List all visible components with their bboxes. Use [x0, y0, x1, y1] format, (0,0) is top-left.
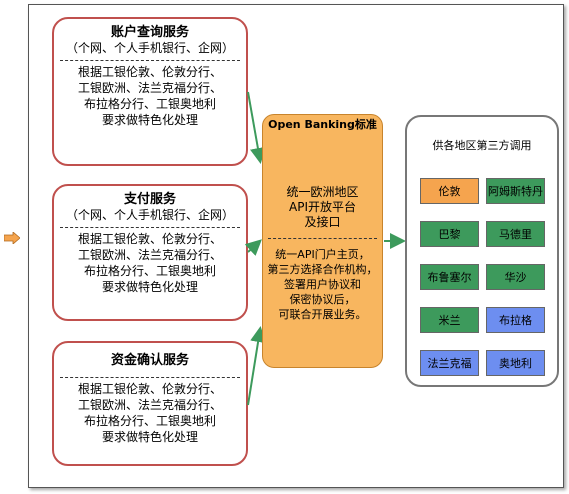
arrow-icon	[247, 326, 267, 406]
service-desc-line: 根据工银伦敦、伦敦分行、	[77, 65, 222, 79]
service-desc-line: 布拉格分行、工银奥地利	[83, 264, 216, 278]
city-box: 布拉格	[486, 307, 545, 333]
service-desc-line: 根据工银伦敦、伦敦分行、	[77, 382, 222, 396]
arrow-icon	[244, 239, 262, 256]
regions-title: 供各地区第三方调用	[432, 139, 532, 152]
arrow-icon	[247, 91, 266, 164]
divider	[60, 377, 240, 378]
divider	[268, 238, 377, 239]
process-line: 统一API门户主页，	[275, 248, 370, 261]
city-box: 马德里	[486, 221, 545, 247]
service-desc-line: 布拉格分行、工银奥地利	[83, 414, 216, 428]
process-line: 签署用户协议和	[284, 278, 361, 291]
open-banking-platform-box: Open Banking标准 统一欧洲地区 API开放平台 及接口 统一API门…	[262, 114, 383, 368]
city-box: 阿姆斯特丹	[486, 178, 545, 204]
service-desc-line: 要求做特色化处理	[101, 113, 198, 127]
platform-line: 统一欧洲地区	[286, 185, 359, 199]
city-box: 奥地利	[486, 350, 545, 376]
service-desc-line: 工银欧洲、法兰克福分行、	[77, 248, 222, 262]
divider	[60, 227, 240, 228]
city-box: 布鲁塞尔	[420, 264, 479, 290]
service-subtitle: （个网、个人手机银行、企网）	[65, 41, 234, 55]
process-line: 可联合开展业务。	[278, 308, 367, 321]
platform-process: 统一API门户主页， 第三方选择合作机构， 签署用户协议和 保密协议后， 可联合…	[263, 247, 382, 322]
platform-line: API开放平台	[289, 200, 356, 214]
service-desc-line: 要求做特色化处理	[101, 280, 198, 294]
city-box: 巴黎	[420, 221, 479, 247]
divider	[60, 60, 240, 61]
service-desc-line: 工银欧洲、法兰克福分行、	[77, 81, 222, 95]
service-desc-line: 工银欧洲、法兰克福分行、	[77, 398, 222, 412]
service-desc-line: 布拉格分行、工银奥地利	[83, 97, 216, 111]
service-title: 账户查询服务	[110, 25, 189, 40]
city-box: 法兰克福	[420, 350, 479, 376]
regions-box: 供各地区第三方调用	[405, 115, 559, 387]
service-box-account-query: 账户查询服务 （个网、个人手机银行、企网） 根据工银伦敦、伦敦分行、 工银欧洲、…	[52, 17, 248, 166]
service-title: 支付服务	[123, 192, 176, 207]
service-desc-line: 要求做特色化处理	[101, 430, 198, 444]
platform-line: 及接口	[304, 215, 341, 229]
diagram-frame	[28, 4, 564, 488]
service-desc-line: 根据工银伦敦、伦敦分行、	[77, 232, 222, 246]
platform-standard-title: Open Banking标准	[268, 118, 377, 131]
platform-name: 统一欧洲地区 API开放平台 及接口	[263, 185, 382, 230]
process-line: 保密协议后，	[289, 293, 356, 306]
city-box: 米兰	[420, 307, 479, 333]
service-box-funds-confirmation: 资金确认服务 根据工银伦敦、伦敦分行、 工银欧洲、法兰克福分行、 布拉格分行、工…	[52, 341, 248, 466]
service-subtitle: （个网、个人手机银行、企网）	[65, 208, 234, 222]
city-box: 伦敦	[420, 178, 479, 204]
service-box-payment: 支付服务 （个网、个人手机银行、企网） 根据工银伦敦、伦敦分行、 工银欧洲、法兰…	[52, 184, 248, 321]
process-line: 第三方选择合作机构，	[267, 263, 378, 276]
city-box: 华沙	[486, 264, 545, 290]
entry-arrow-icon	[4, 232, 20, 244]
service-title: 资金确认服务	[110, 353, 189, 368]
